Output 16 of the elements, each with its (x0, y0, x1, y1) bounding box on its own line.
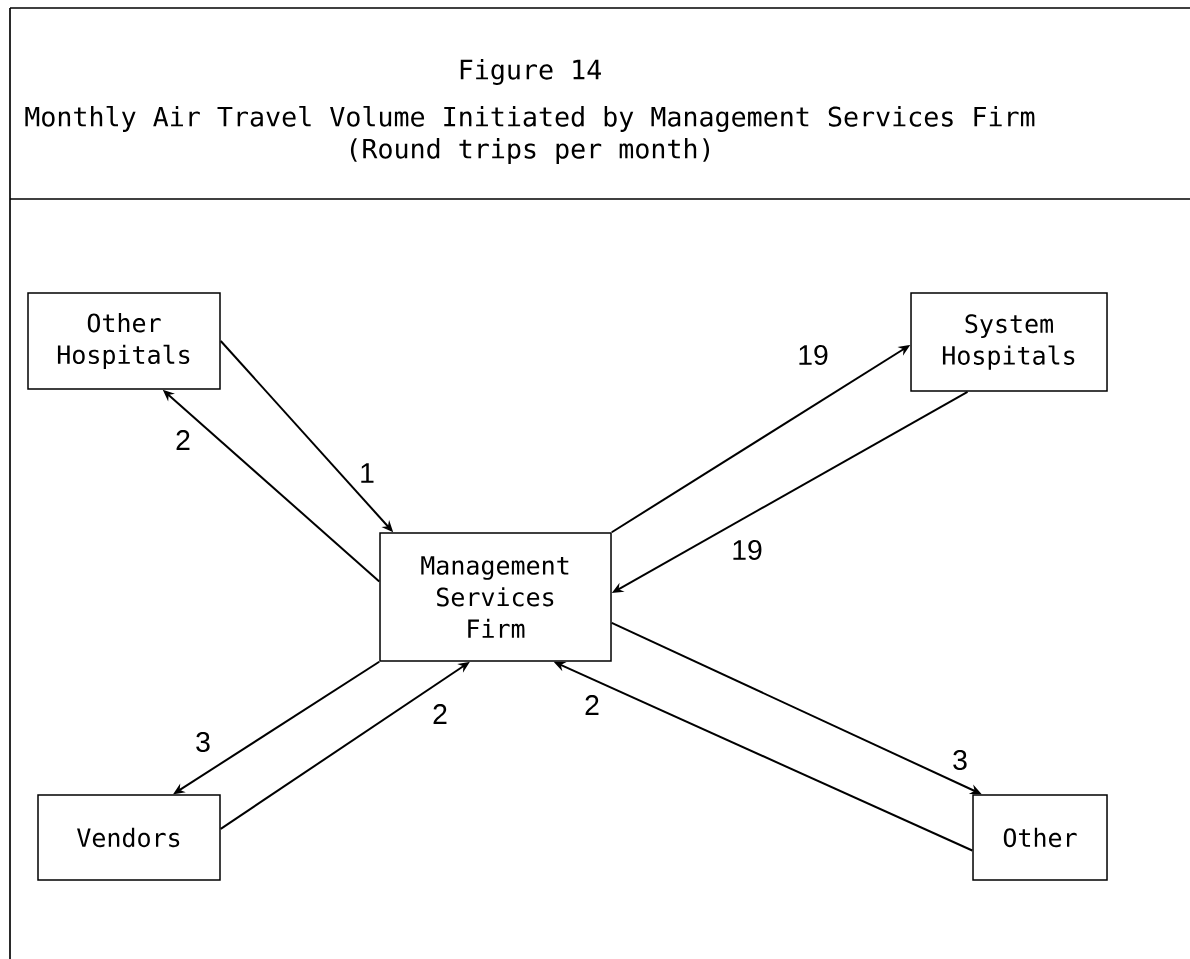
edge-label: 19 (795, 343, 831, 367)
process-box: System Hospitals (910, 292, 1108, 392)
figure-number: Figure 14 (460, 59, 601, 85)
subtitle: (Round trips per month) (350, 138, 710, 164)
edge-label: 2 (430, 702, 450, 726)
process-box: Vendors (37, 794, 221, 881)
edge-label: 3 (950, 748, 970, 772)
process-box: Management Services Firm (379, 532, 612, 662)
process-box: Other (972, 794, 1108, 881)
edge-label: 1 (357, 461, 377, 485)
edge-label: 2 (173, 428, 193, 452)
process-box: Other Hospitals (27, 292, 221, 390)
edge-label: 19 (729, 538, 765, 562)
edge-label: 2 (582, 693, 602, 717)
title: Monthly Air Travel Volume Initiated by Management Services Firm (25, 105, 1035, 133)
edge-label: 3 (193, 730, 213, 754)
